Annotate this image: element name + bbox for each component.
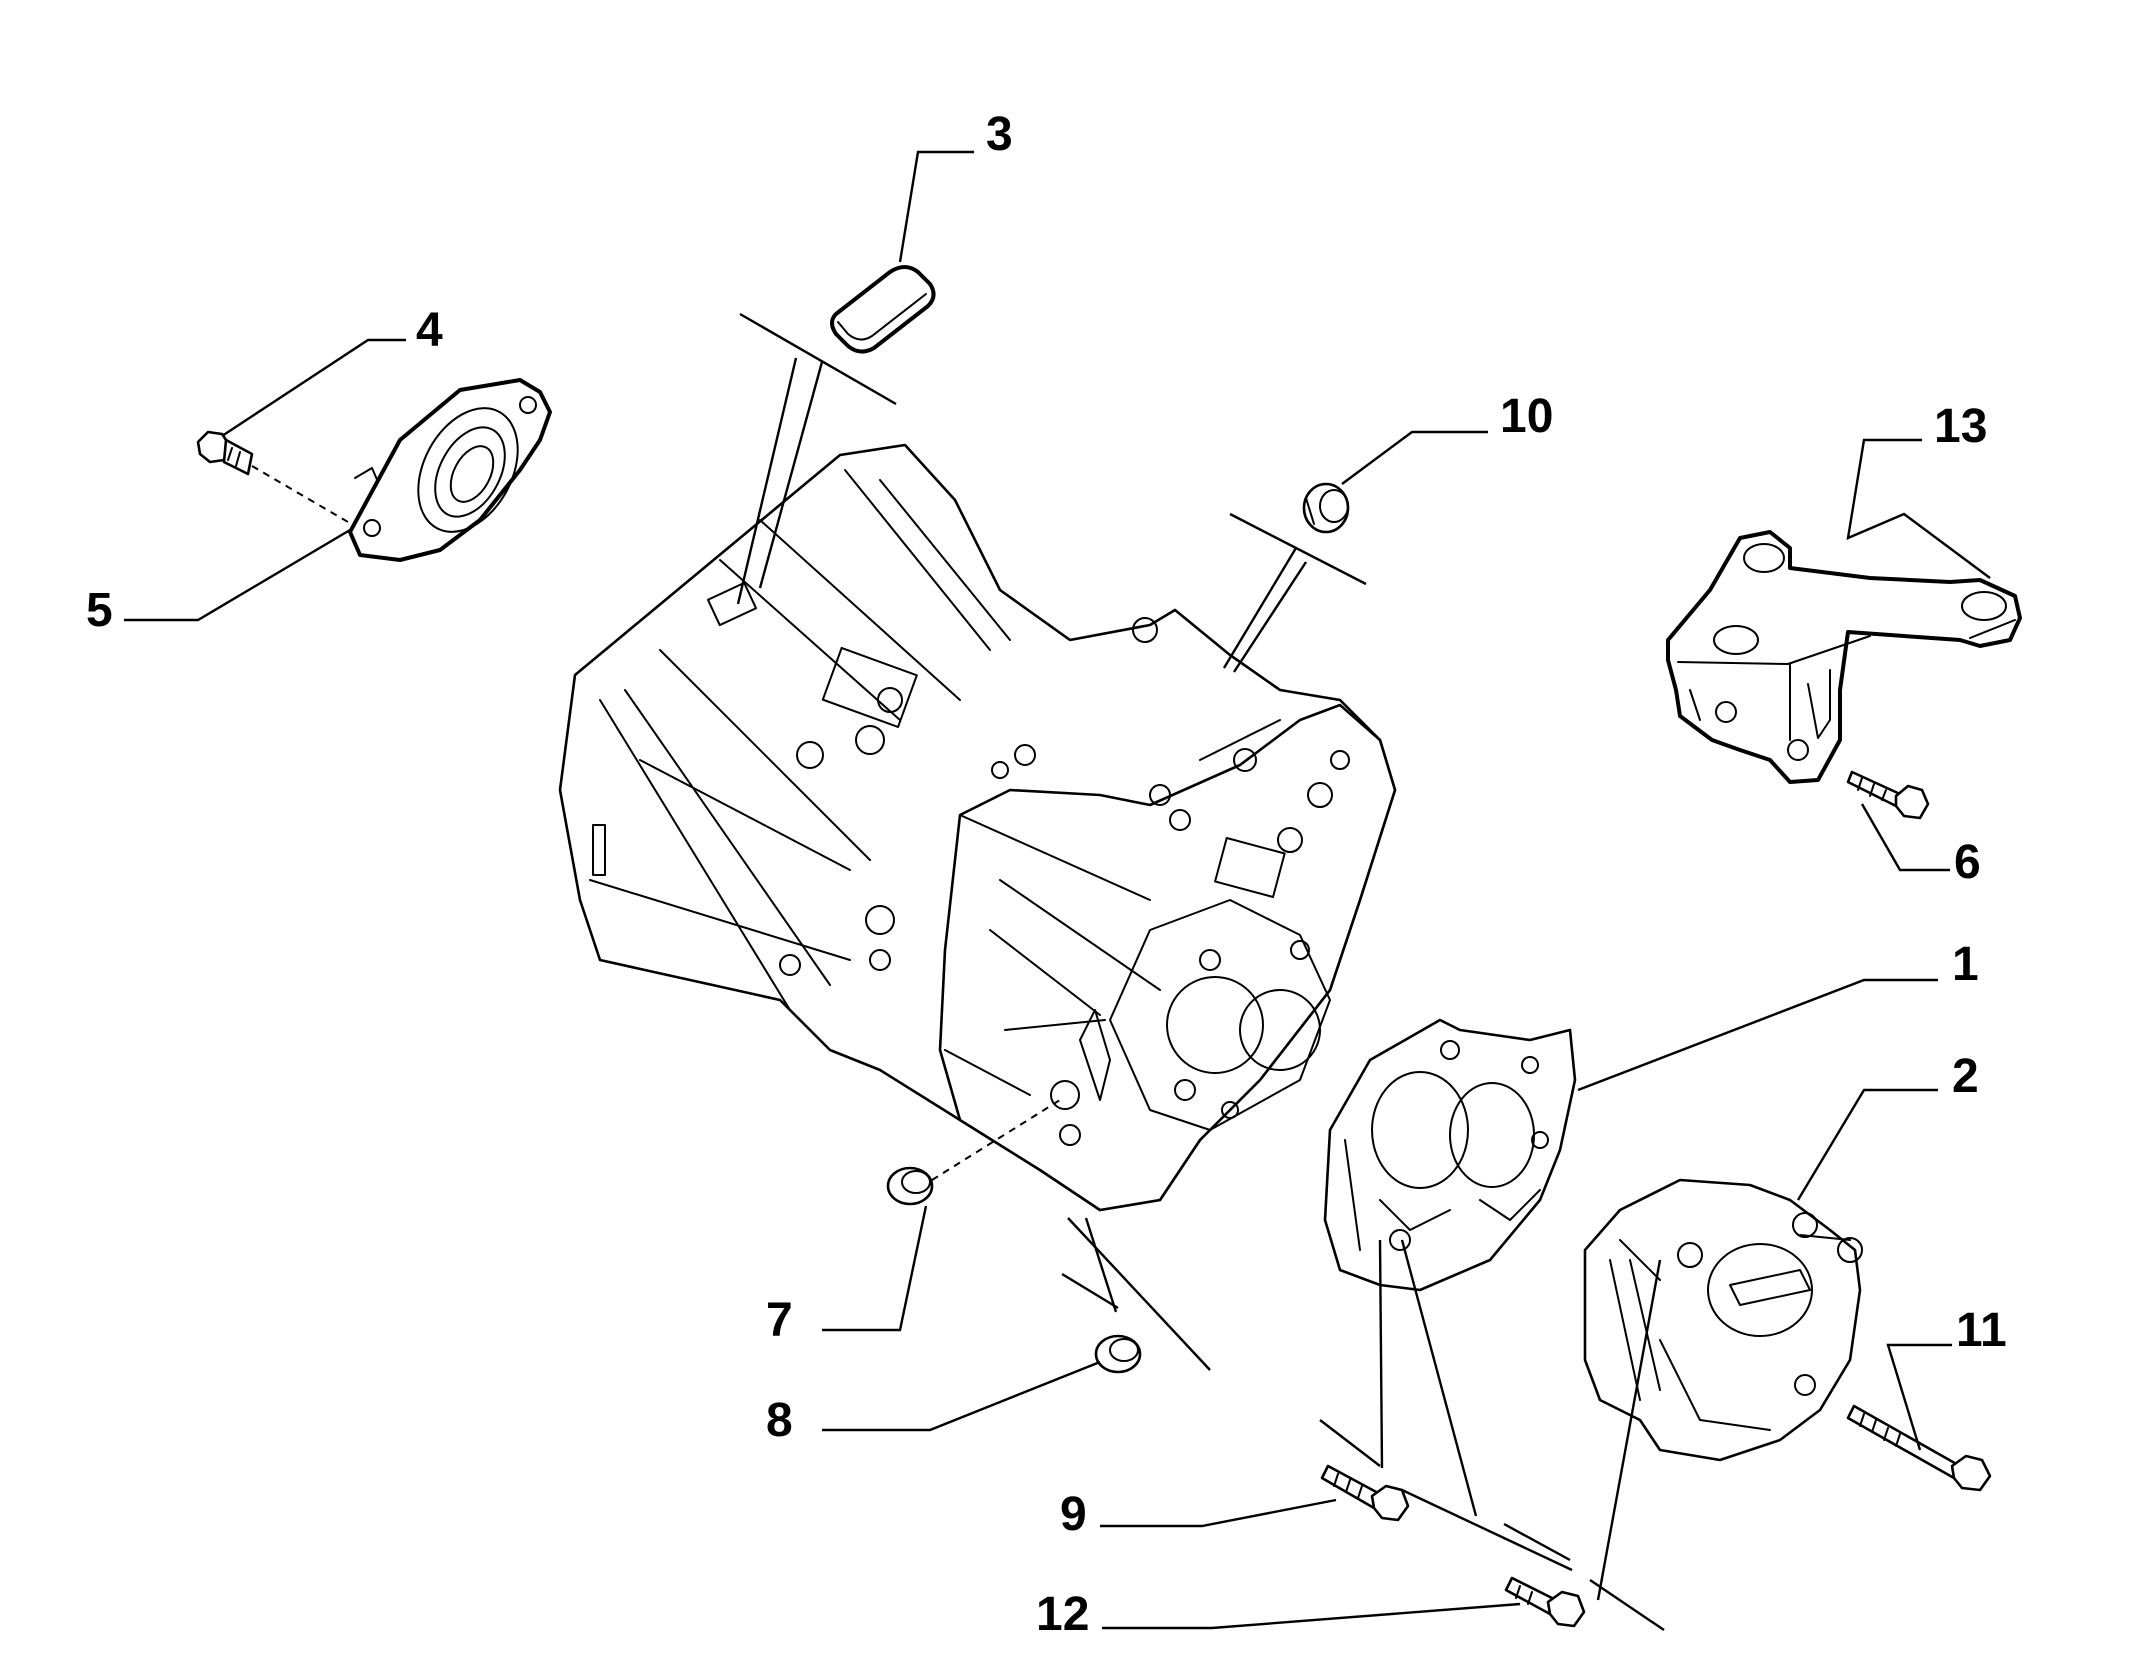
part-9-bolt	[1320, 1464, 1410, 1522]
callout-2: 2	[1952, 1050, 1979, 1103]
callout-labels: 1 2 3 4 5 6 7 8 9 10 11 12 13	[86, 108, 2007, 1641]
part-12-bolt	[1504, 1576, 1586, 1628]
callout-3: 3	[986, 108, 1013, 161]
callout-4: 4	[416, 304, 443, 357]
callout-11: 11	[1956, 1304, 2007, 1357]
callout-5: 5	[86, 584, 113, 637]
part-5-bearing-flange	[348, 378, 552, 562]
part-7-plug	[886, 1166, 934, 1206]
assembly-indicator-lines	[736, 312, 1665, 1631]
gearbox-housing	[558, 443, 1397, 1212]
part-13-mounting-bracket	[1666, 530, 2022, 784]
leader-lines	[124, 150, 1991, 1630]
callout-9: 9	[1060, 1488, 1087, 1541]
callout-12: 12	[1036, 1588, 1089, 1641]
callout-10: 10	[1500, 390, 1553, 443]
part-1-end-plate	[1323, 1018, 1577, 1292]
part-11-long-bolt	[1846, 1404, 1992, 1492]
callout-7: 7	[766, 1294, 793, 1347]
callout-8: 8	[766, 1394, 793, 1447]
part-6-bolt	[1846, 770, 1930, 820]
callout-6: 6	[1954, 836, 1981, 889]
callout-1: 1	[1952, 938, 1979, 991]
part-4-to-5-alignment	[251, 465, 349, 523]
part-10-plug	[1302, 482, 1350, 534]
part-4-bolt	[196, 430, 254, 476]
part-2-rear-cover	[1583, 1178, 1863, 1462]
callout-13: 13	[1934, 400, 1987, 453]
part-3-rubber-cap	[830, 265, 936, 354]
part-8-plug	[1094, 1334, 1142, 1374]
